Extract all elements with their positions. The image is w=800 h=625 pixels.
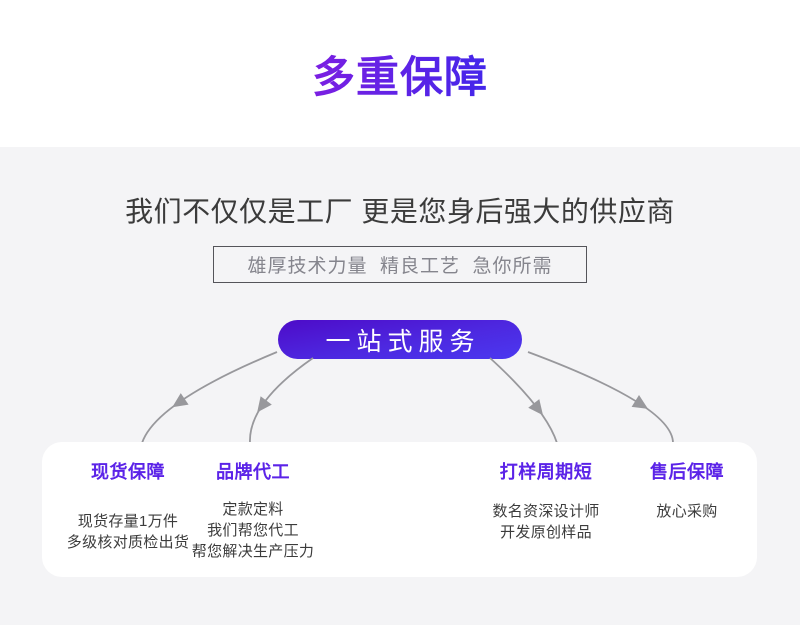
arrow-head-icon <box>172 393 189 408</box>
feature-stock: 现货保障 现货存量1万件 多级核对质检出货 <box>48 442 208 577</box>
feature-line: 多级核对质检出货 <box>66 534 190 551</box>
feature-line: 帮您解决生产压力 <box>191 543 315 560</box>
feature-line: 数名资深设计师 <box>492 503 600 520</box>
feature-line: 现货存量1万件 <box>77 513 179 530</box>
slogan-banner: 雄厚技术力量 精良工艺 急你所需 <box>213 246 587 283</box>
feature-title: 售后保障 <box>650 462 724 482</box>
one-stop-service-pill: 一站式服务 <box>278 320 522 359</box>
feature-description: 数名资深设计师 开发原创样品 <box>461 501 631 543</box>
arrow-head-icon <box>528 399 544 416</box>
feature-title: 打样周期短 <box>499 462 593 482</box>
feature-description: 定款定料 我们帮您代工 帮您解决生产压力 <box>173 499 333 562</box>
arrow-head-icon <box>631 395 649 409</box>
feature-line: 我们帮您代工 <box>207 522 299 539</box>
arrow-curve-right-inner <box>489 357 558 444</box>
arrow-curve-left-inner <box>249 357 314 444</box>
arrow-curve-right-outer <box>527 351 674 444</box>
feature-line: 定款定料 <box>222 501 284 518</box>
section-subtitle: 我们不仅仅是工厂 更是您身后强大的供应商 <box>125 196 675 227</box>
feature-description: 放心采购 <box>607 501 767 522</box>
feature-sampling: 打样周期短 数名资深设计师 开发原创样品 <box>461 442 631 577</box>
feature-aftersales: 售后保障 放心采购 <box>607 442 767 577</box>
feature-card: 现货保障 现货存量1万件 多级核对质检出货 品牌代工 定款定料 我们帮您代工 帮… <box>42 442 757 577</box>
feature-description: 现货存量1万件 多级核对质检出货 <box>48 511 208 553</box>
feature-line: 放心采购 <box>656 503 718 520</box>
feature-oem: 品牌代工 定款定料 我们帮您代工 帮您解决生产压力 <box>173 442 333 577</box>
feature-title: 品牌代工 <box>216 462 290 482</box>
arrow-head-icon <box>257 396 272 413</box>
feature-line: 开发原创样品 <box>500 524 592 541</box>
feature-title: 现货保障 <box>91 462 165 482</box>
page-title: 多重保障 <box>312 43 488 105</box>
arrow-curve-left-outer <box>141 351 278 444</box>
header-band: 多重保障 <box>0 0 800 147</box>
content-section: 我们不仅仅是工厂 更是您身后强大的供应商 雄厚技术力量 精良工艺 急你所需 一站… <box>0 147 800 625</box>
